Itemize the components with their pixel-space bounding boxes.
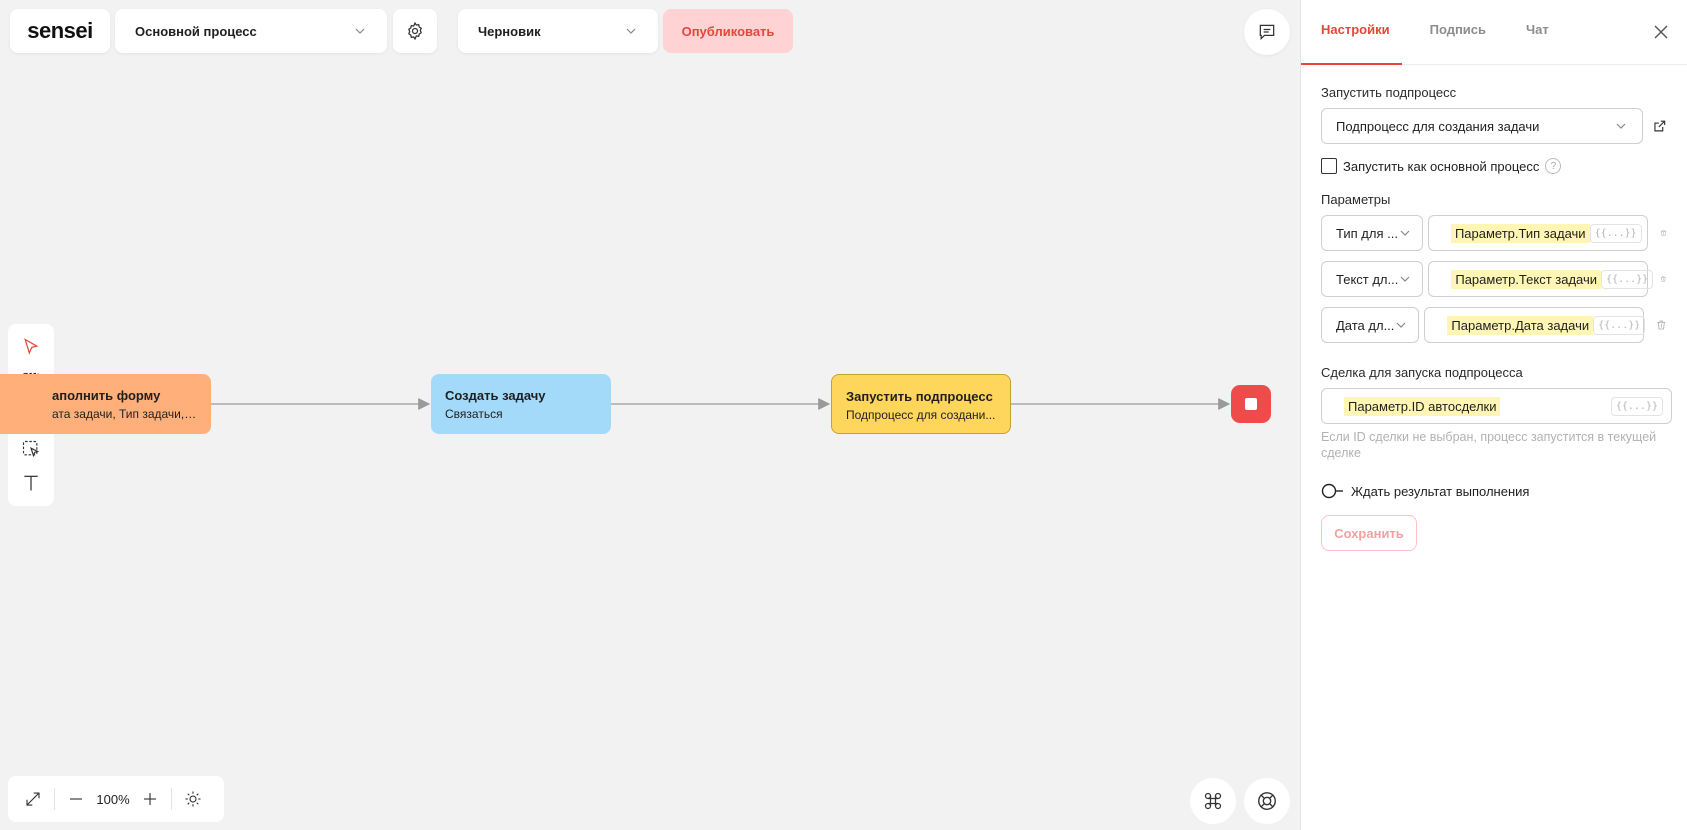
- chevron-down-icon: [353, 24, 367, 38]
- zoom-out-button[interactable]: [61, 784, 91, 814]
- node-title: Создать задачу: [445, 388, 546, 403]
- subprocess-select[interactable]: Подпроцесс для создания задачи: [1321, 108, 1644, 144]
- tab-settings[interactable]: Настройки: [1301, 22, 1402, 65]
- deal-field[interactable]: Параметр.ID автосделки {{...}}: [1321, 388, 1672, 424]
- chevron-down-icon: [1398, 272, 1412, 286]
- help-button[interactable]: [1244, 778, 1290, 824]
- node-subtitle: ата задачи, Тип задачи, ...: [52, 407, 197, 421]
- trash-icon[interactable]: [1660, 225, 1667, 241]
- expand-icon: [26, 792, 40, 806]
- param-value-field[interactable]: Параметр.Текст задачи {{...}}: [1428, 261, 1654, 297]
- subprocess-select-value: Подпроцесс для создания задачи: [1336, 118, 1540, 134]
- gear-icon: [408, 21, 422, 41]
- node-run-subprocess[interactable]: Запустить подпроцесс Подпроцесс для созд…: [831, 374, 1011, 434]
- process-canvas[interactable]: sensei Основной процесс Черновик Опублик…: [0, 0, 1300, 830]
- settings-panel: Настройки Подпись Чат Запустить подпроце…: [1300, 0, 1687, 830]
- fit-screen-button[interactable]: [18, 784, 48, 814]
- status-select[interactable]: Черновик: [458, 9, 658, 53]
- sensei-logo[interactable]: sensei: [10, 9, 110, 53]
- cursor-icon: [24, 338, 39, 355]
- trash-icon[interactable]: [1660, 271, 1667, 287]
- variable-chip: Параметр.Дата задачи: [1447, 315, 1594, 335]
- sun-icon: [185, 791, 201, 807]
- publish-button[interactable]: Опубликовать: [663, 9, 793, 53]
- tab-chat[interactable]: Чат: [1526, 22, 1549, 37]
- variable-chip: Параметр.Текст задачи: [1451, 269, 1602, 289]
- settings-button[interactable]: [393, 9, 437, 53]
- chevron-down-icon: [624, 24, 638, 38]
- wait-result-toggle[interactable]: [1321, 483, 1345, 499]
- trash-icon[interactable]: [1656, 317, 1667, 333]
- command-icon: [1204, 792, 1222, 810]
- run-as-main-label: Запустить как основной процесс: [1343, 158, 1540, 174]
- shortcuts-button[interactable]: [1190, 778, 1236, 824]
- chevron-down-icon: [1614, 119, 1628, 133]
- tab-signature[interactable]: Подпись: [1429, 22, 1487, 37]
- external-link-icon[interactable]: [1653, 119, 1667, 133]
- deal-hint: Если ID сделки не выбран, процесс запуст…: [1321, 430, 1657, 460]
- param-value-field[interactable]: Параметр.Дата задачи {{...}}: [1424, 307, 1646, 343]
- param-key-select[interactable]: Дата дл...: [1321, 307, 1420, 343]
- node-subtitle: Подпроцесс для создани...: [846, 408, 996, 422]
- variable-chip: Параметр.ID автосделки: [1344, 396, 1501, 416]
- subprocess-label: Запустить подпроцесс: [1321, 85, 1457, 100]
- chevron-down-icon: [1394, 318, 1408, 332]
- param-key-select[interactable]: Тип для ...: [1321, 215, 1423, 251]
- divider: [54, 788, 55, 810]
- process-select[interactable]: Основной процесс: [115, 9, 387, 53]
- panel-tabs: Настройки Подпись Чат: [1301, 0, 1687, 65]
- param-value-field[interactable]: Параметр.Тип задачи {{...}}: [1427, 215, 1648, 251]
- help-icon[interactable]: ?: [1545, 158, 1562, 174]
- param-row: Дата дл... Параметр.Дата задачи {{...}}: [1321, 307, 1667, 343]
- area-select-icon: [22, 440, 40, 458]
- theme-toggle-button[interactable]: [178, 784, 208, 814]
- lifebuoy-icon: [1258, 792, 1276, 810]
- plus-icon: [144, 793, 156, 805]
- end-node[interactable]: [1231, 385, 1271, 423]
- param-row: Текст дл... Параметр.Текст задачи {{...}…: [1321, 261, 1667, 297]
- divider: [171, 788, 172, 810]
- insert-variable-button[interactable]: {{...}}: [1589, 223, 1642, 243]
- text-icon: [24, 475, 38, 491]
- param-key-select[interactable]: Текст дл...: [1321, 261, 1424, 297]
- zoom-level: 100%: [96, 791, 130, 807]
- minus-icon: [70, 798, 82, 800]
- node-subtitle: Связаться: [445, 407, 503, 421]
- select-tool[interactable]: [16, 332, 46, 362]
- variable-chip: Параметр.Тип задачи: [1450, 223, 1590, 243]
- process-select-value: Основной процесс: [135, 23, 257, 39]
- text-tool[interactable]: [16, 468, 46, 498]
- param-row: Тип для ... Параметр.Тип задачи {{...}}: [1321, 215, 1667, 251]
- comments-button[interactable]: [1244, 9, 1290, 55]
- insert-variable-button[interactable]: {{...}}: [1610, 396, 1663, 416]
- param-key-value: Тип для ...: [1336, 225, 1398, 241]
- node-create-task[interactable]: Создать задачу Связаться: [431, 374, 611, 434]
- area-select-tool[interactable]: [16, 434, 46, 464]
- wait-result-label: Ждать результат выполнения: [1351, 483, 1530, 499]
- chevron-down-icon: [1398, 226, 1412, 240]
- insert-variable-button[interactable]: {{...}}: [1601, 269, 1654, 289]
- comment-icon: [1259, 24, 1275, 41]
- node-title: аполнить форму: [52, 388, 161, 403]
- status-select-value: Черновик: [478, 23, 541, 39]
- zoom-in-button[interactable]: [135, 784, 165, 814]
- close-icon[interactable]: [1651, 22, 1671, 42]
- zoom-bar: 100%: [8, 776, 224, 822]
- insert-variable-button[interactable]: {{...}}: [1593, 315, 1646, 335]
- deal-label: Сделка для запуска подпроцесса: [1321, 365, 1523, 380]
- param-key-value: Текст дл...: [1336, 271, 1399, 287]
- param-key-value: Дата дл...: [1336, 317, 1395, 333]
- node-fill-form[interactable]: аполнить форму ата задачи, Тип задачи, .…: [0, 374, 211, 434]
- node-title: Запустить подпроцесс: [846, 389, 993, 404]
- run-as-main-checkbox[interactable]: [1321, 158, 1337, 174]
- save-button[interactable]: Сохранить: [1321, 515, 1417, 552]
- stop-icon: [1245, 398, 1257, 410]
- params-label: Параметры: [1321, 192, 1391, 207]
- panel-body: Запустить подпроцесс Подпроцесс для созд…: [1301, 65, 1687, 571]
